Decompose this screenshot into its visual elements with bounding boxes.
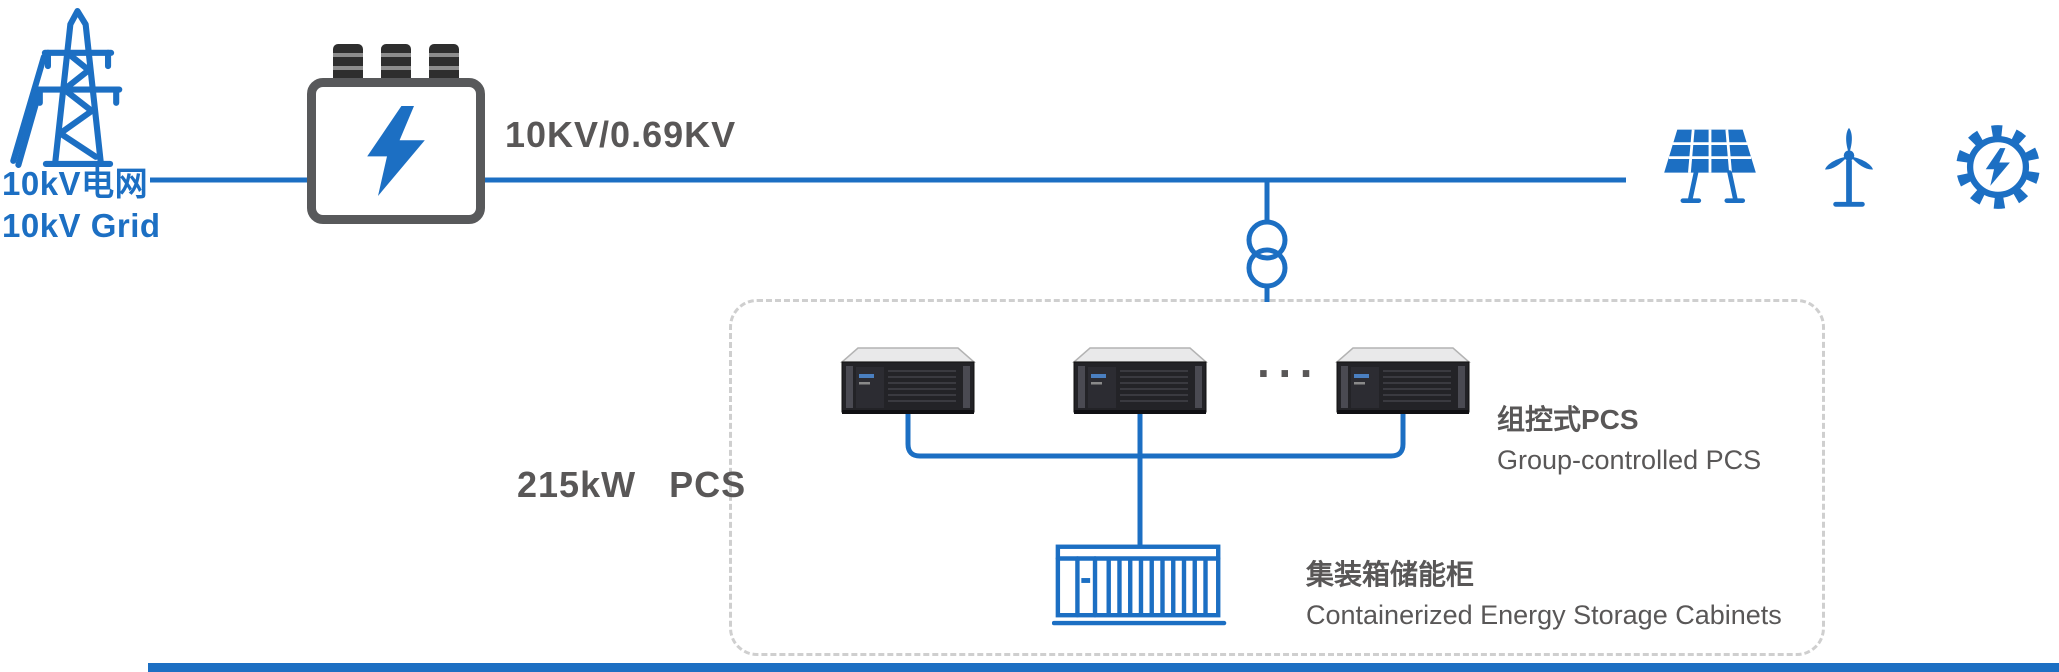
pcs-unit [1070, 344, 1210, 424]
pcs-group-label: 组控式PCS Group-controlled PCS [1497, 398, 1761, 476]
footer-accent-bar [148, 663, 2059, 672]
transformer-bushing-icon [429, 44, 459, 84]
pcs-unit [1333, 344, 1473, 424]
gear-energy-icon [1950, 122, 2046, 212]
transmission-tower-icon [8, 6, 148, 169]
transformer-box [307, 78, 485, 224]
grid-label-cn: 10kV电网 [2, 165, 149, 202]
container-label: 集装箱储能柜 Containerized Energy Storage Cabi… [1306, 553, 1782, 631]
pcs-group-box [729, 299, 1825, 656]
container-label-en: Containerized Energy Storage Cabinets [1306, 600, 1782, 630]
grid-label: 10kV电网 10kV Grid [2, 163, 161, 246]
solar-panel-icon [1658, 124, 1762, 210]
pcs-power-label: 215kW PCS [517, 464, 747, 505]
lightning-bolt-icon [367, 106, 425, 196]
transformer-bushing-icon [381, 44, 411, 84]
more-units-ellipsis: ··· [1257, 347, 1321, 399]
storage-container-icon [1052, 531, 1228, 629]
pcs-group-label-cn: 组控式PCS [1497, 404, 1639, 435]
grid-label-en: 10kV Grid [2, 206, 161, 244]
transformer-icon [307, 44, 485, 224]
transformer-bushing-icon [333, 44, 363, 84]
pcs-group-label-en: Group-controlled PCS [1497, 445, 1762, 475]
pcs-unit [838, 344, 978, 424]
container-label-cn: 集装箱储能柜 [1306, 559, 1475, 590]
wind-turbine-icon [1806, 126, 1892, 210]
voltage-label: 10KV/0.69KV [505, 114, 737, 155]
